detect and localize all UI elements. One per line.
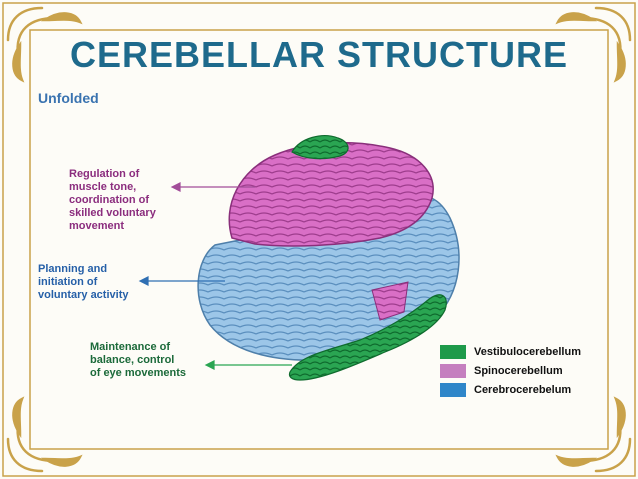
arrow-planning [138,276,225,286]
legend-swatch-cerebrocerebellum [440,383,466,397]
legend-item-spinocerebellum: Spinocerebellum [440,364,563,378]
vestibulocerebellum-region [288,135,447,381]
legend-label: Vestibulocerebellum [474,346,581,358]
label-maintenance: Maintenance of balance, control of eye m… [90,341,186,379]
legend-label: Cerebrocerebelum [474,384,572,396]
legend-item-cerebrocerebellum: Cerebrocerebelum [440,383,571,397]
legend-item-vestibulocerebellum: Vestibulocerebellum [440,345,581,359]
label-regulation: Regulation of muscle tone, coordination … [69,168,156,232]
arrow-regulation [170,182,255,192]
corner-flourish-top-left [6,6,83,83]
spinocerebellum-region [228,141,434,321]
slide-title: CEREBELLAR STRUCTURE [69,34,568,75]
corner-flourish-bottom-right [555,396,632,473]
diagram-subtitle: Unfolded [38,90,99,106]
corner-flourish-bottom-left [6,396,83,473]
label-planning: Planning and initiation of voluntary act… [38,263,129,301]
legend-swatch-spinocerebellum [440,364,466,378]
arrow-maintenance [204,360,292,370]
corner-flourish-top-right [555,6,632,83]
legend-label: Spinocerebellum [474,365,563,377]
legend-swatch-vestibulocerebellum [440,345,466,359]
